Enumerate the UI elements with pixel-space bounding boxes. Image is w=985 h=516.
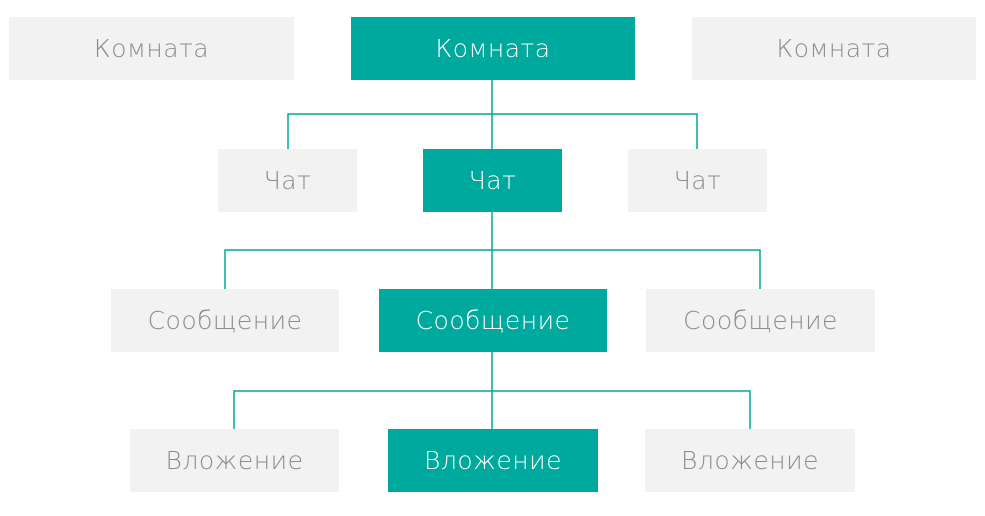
connector-chat-to-messages xyxy=(224,212,761,289)
attachment-node-label: Вложение xyxy=(165,446,304,475)
room-node-right: Комната xyxy=(692,17,976,80)
message-node-right: Сообщение xyxy=(646,289,875,352)
connector-message-to-attachments xyxy=(233,352,751,429)
message-node-left: Сообщение xyxy=(111,289,339,352)
chat-node-right: Чат xyxy=(628,149,767,212)
chat-node-active: Чат xyxy=(423,149,562,212)
attachment-node-active: Вложение xyxy=(388,429,598,492)
room-node-active: Комната xyxy=(351,17,635,80)
room-node-label: Комната xyxy=(776,34,892,63)
attachment-node-left: Вложение xyxy=(130,429,339,492)
chat-node-label: Чат xyxy=(468,166,517,195)
message-node-label: Сообщение xyxy=(683,306,838,335)
chat-node-left: Чат xyxy=(218,149,357,212)
message-node-label: Сообщение xyxy=(147,306,303,335)
room-node-label: Комната xyxy=(93,34,210,63)
room-node-label: Комната xyxy=(435,34,551,63)
chat-node-label: Чат xyxy=(673,166,722,195)
connector-room-to-chats xyxy=(287,80,698,149)
attachment-node-right: Вложение xyxy=(645,429,855,492)
chat-node-label: Чат xyxy=(263,166,312,195)
message-node-label: Сообщение xyxy=(415,306,571,335)
message-node-active: Сообщение xyxy=(379,289,607,352)
room-node-left: Комната xyxy=(9,17,294,80)
attachment-node-label: Вложение xyxy=(424,446,562,475)
attachment-node-label: Вложение xyxy=(681,446,819,475)
